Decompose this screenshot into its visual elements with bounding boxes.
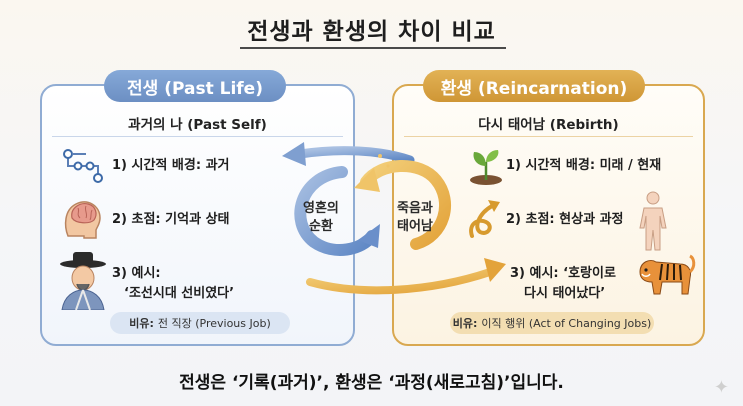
title-underline [240, 47, 506, 49]
reincarnation-analogy-label: 비유: [452, 317, 478, 330]
arrow-to-reincarnation-head-icon [484, 258, 506, 282]
soul-cycle-arc-icon [294, 166, 378, 256]
reincarnation-subtitle: 다시 태어남 (Rebirth) [478, 117, 619, 133]
cycle-arrows [282, 142, 506, 295]
rebirth-cycle-head-icon [354, 168, 380, 192]
page-title: 전생과 환생의 차이 비교 [247, 19, 496, 45]
soul-cycle-label: 영혼의 순환 [303, 200, 339, 236]
past-life-pill: 전생 (Past Life) [104, 70, 286, 102]
reincarnation-analogy-text: 이직 행위 (Act of Changing Jobs) [481, 317, 652, 330]
reincarnation-item-focus: 2) 초점: 현상과 과정 [506, 212, 624, 227]
sparkle-icon: ✦ [713, 377, 729, 398]
arrow-to-reincarnation-icon [306, 268, 494, 295]
summary-footer: 전생은 ‘기록(과거)’, 환생은 ‘과정(새로고침)’입니다. [179, 373, 564, 393]
brain-icon [64, 201, 101, 239]
reincarnation-pill: 환생 (Reincarnation) [423, 70, 645, 102]
human-body-icon [639, 191, 667, 251]
reincarnation-divider [404, 136, 693, 137]
past-analogy-text: 전 직장 (Previous Job) [157, 317, 271, 330]
soul-cycle-label-1: 영혼의 [303, 201, 339, 216]
past-analogy-badge: 비유: 전 직장 (Previous Job) [110, 312, 290, 334]
past-life-subtitle: 과거의 나 (Past Self) [128, 117, 267, 133]
death-birth-label-1: 죽음과 [397, 201, 433, 216]
timeline-icon [63, 149, 103, 183]
past-item-focus: 2) 초점: 기억과 상태 [112, 212, 230, 227]
soul-cycle-head-icon [358, 224, 380, 248]
death-birth-label-2: 태어남 [397, 219, 433, 234]
past-analogy-label: 비유: [129, 317, 154, 330]
past-item-example-2: ‘조선시대 선비였다’ [124, 286, 235, 301]
death-birth-label: 죽음과 태어남 [397, 200, 433, 236]
arrow-to-past-icon [295, 146, 415, 165]
past-life-divider [52, 136, 343, 137]
past-item-example-1: 3) 예시: [112, 266, 161, 281]
soul-cycle-label-2: 순환 [308, 219, 333, 234]
reincarnation-item-example-1: 3) 예시: ‘호랑이로 [510, 266, 616, 281]
reincarnation-analogy-badge: 비유: 이직 행위 (Act of Changing Jobs) [450, 312, 654, 334]
past-item-time: 1) 시간적 배경: 과거 [112, 158, 230, 173]
arrow-to-past-head-icon [282, 142, 306, 166]
tiger-icon [639, 254, 696, 295]
rebirth-cycle-arc-icon [360, 160, 451, 250]
reincarnation-item-time: 1) 시간적 배경: 미래 / 현재 [506, 158, 662, 173]
reincarnation-item-example-2: 다시 태어났다’ [524, 286, 606, 301]
growth-arrow-icon [469, 200, 500, 238]
scholar-icon [60, 252, 106, 310]
sprout-icon [470, 150, 502, 185]
